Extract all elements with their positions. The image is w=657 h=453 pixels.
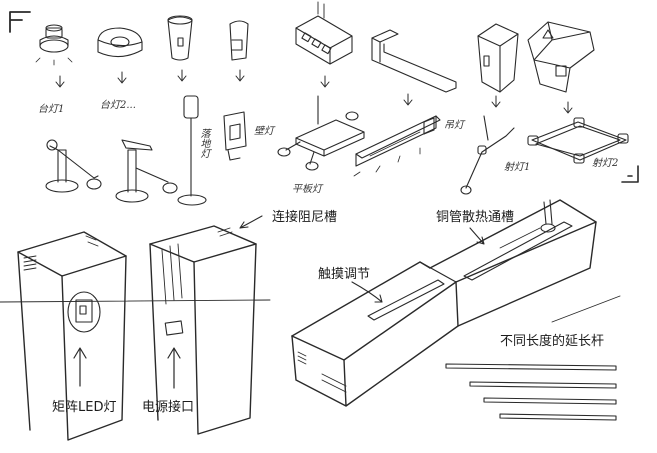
module-cup: [167, 15, 193, 61]
lamp-spot-2: [527, 117, 629, 164]
lamp-desk-1: [45, 139, 102, 193]
power-port-block: [149, 225, 257, 435]
note-hanging-lamp: 吊灯: [444, 120, 464, 131]
module-puck-light: [35, 24, 73, 66]
lamp-floor: [177, 95, 207, 206]
corner-mark-top-left: [9, 11, 31, 33]
extension-rod-3: [483, 397, 617, 405]
matrix-led-block: [17, 231, 127, 441]
arrow-heat-pipe: [469, 227, 485, 245]
lamp-spot-1: [460, 115, 515, 195]
extension-rod-4: [499, 413, 617, 421]
label-copper-heat-pipe: 铜管散热通槽: [436, 210, 515, 225]
long-bar-module: [291, 261, 459, 407]
extension-rod-2: [469, 381, 617, 389]
module-corner-connector: [527, 21, 595, 93]
arrow-damping-groove: [239, 215, 263, 229]
note-desk-lamp-1: 台灯1: [38, 104, 65, 115]
lamp-hanging: [353, 115, 441, 177]
label-power-port: 电源接口: [142, 400, 195, 415]
note-floor-lamp: 落地灯: [198, 128, 209, 158]
module-wall-cup: [229, 20, 249, 61]
note-wall-lamp: 壁灯: [254, 126, 274, 137]
module-bracket-arm: [371, 29, 457, 93]
label-matrix-led: 矩阵LED灯: [52, 400, 117, 415]
label-damping-groove: 连接阻尼槽: [272, 210, 338, 225]
heat-pipe-module: [429, 199, 597, 327]
note-flat-lamp: 平板灯: [292, 184, 322, 195]
label-extension-rods: 不同长度的延长杆: [500, 334, 605, 349]
module-square-tube: [477, 23, 519, 93]
note-ceiling-lamp-1: 射灯1: [504, 162, 531, 173]
arrow-touch: [351, 281, 383, 303]
module-ring-clip: [97, 27, 143, 58]
ground-line-right: [551, 295, 621, 323]
label-touch-control: 触摸调节: [318, 267, 371, 282]
note-ceiling-lamp-2: 射灯2: [592, 158, 619, 169]
ground-line-left: [0, 299, 271, 303]
note-desk-lamp-2: 台灯2...: [100, 100, 136, 111]
arrows-row-1: [55, 69, 573, 114]
module-triple-head: [295, 1, 353, 65]
extension-rod-1: [445, 363, 617, 371]
lamp-desk-2: [115, 139, 178, 203]
lamp-flat: [277, 95, 365, 171]
corner-mark-right: [621, 165, 639, 183]
lamp-wall: [223, 111, 247, 161]
